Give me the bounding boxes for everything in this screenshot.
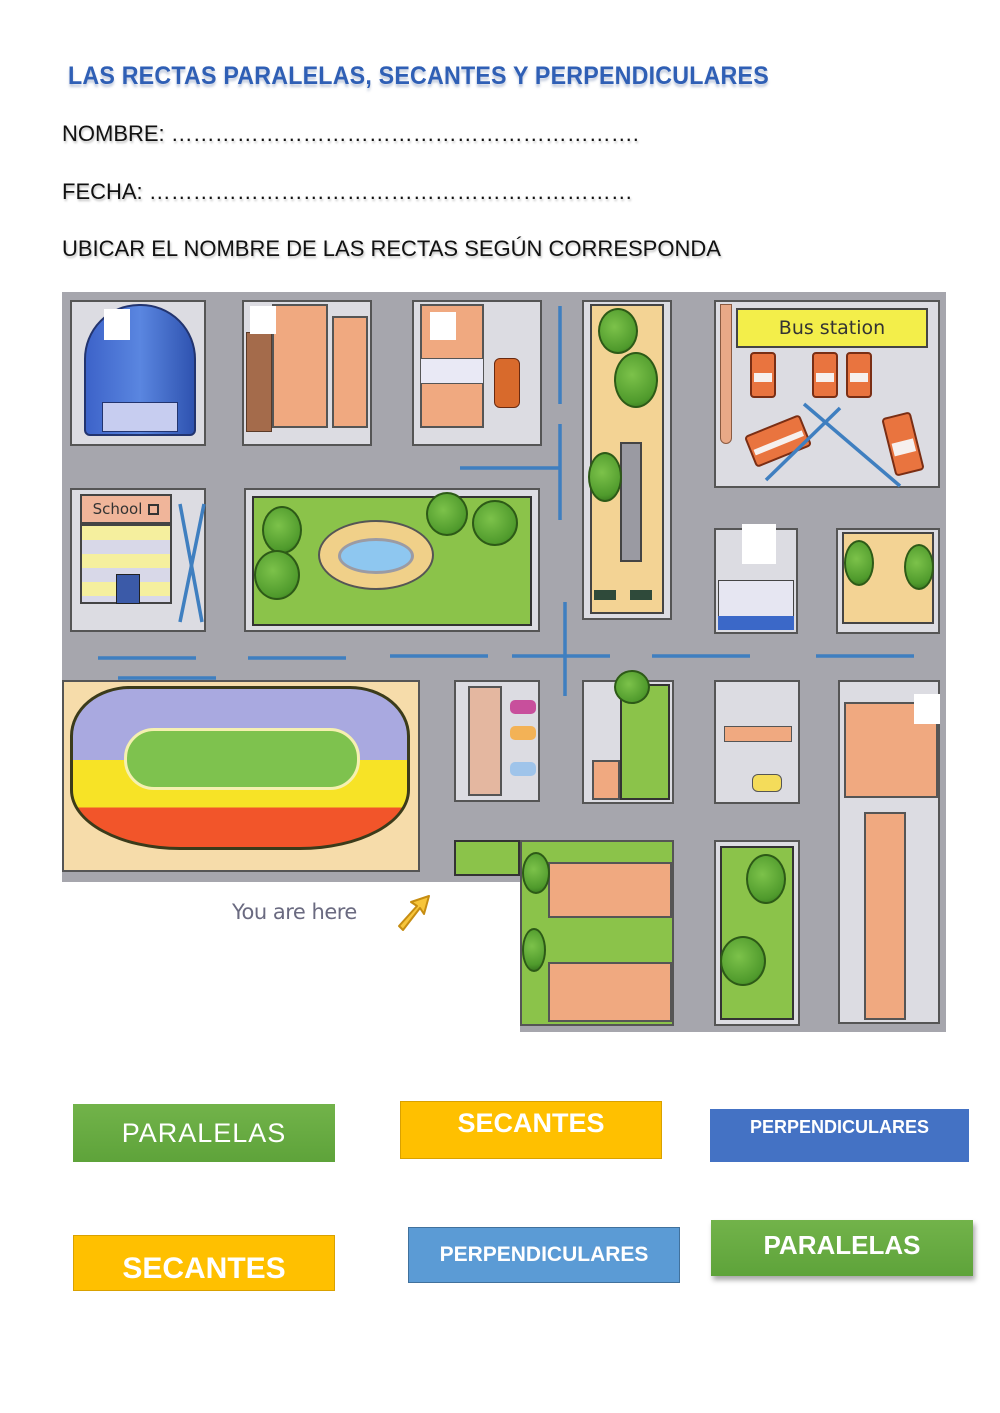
- drop-zone-3[interactable]: [430, 312, 456, 340]
- secant-line: [178, 503, 206, 623]
- tree: [426, 492, 468, 536]
- right-tower: [864, 812, 906, 1020]
- tree: [472, 500, 518, 546]
- apartment-side: [246, 332, 272, 432]
- block-apartments: [242, 300, 372, 446]
- worksheet-title: LAS RECTAS PARALELAS, SECANTES Y PERPEND…: [68, 62, 769, 90]
- tree: [844, 540, 874, 586]
- tree: [614, 352, 658, 408]
- name-field-label: NOMBRE: ……………………………………………………….: [62, 121, 639, 146]
- lines-overlay: [98, 306, 914, 696]
- block-garden: [836, 528, 940, 634]
- apartment-building: [272, 304, 328, 428]
- block-monument: [582, 300, 672, 620]
- drop-zone-5[interactable]: [914, 694, 940, 724]
- fountain: [338, 538, 414, 574]
- curb: [720, 304, 732, 444]
- school-door: [116, 574, 140, 604]
- card-secantes-1[interactable]: SECANTES: [400, 1101, 662, 1159]
- tree: [746, 854, 786, 904]
- parking-building: [468, 686, 502, 796]
- card-perpendiculares-2[interactable]: PERPENDICULARES: [408, 1227, 680, 1283]
- dome-entrance: [102, 402, 178, 432]
- school-sign: School: [80, 494, 172, 524]
- school-sign-icon: [148, 503, 160, 515]
- lawn-strip: [454, 840, 520, 876]
- block-house: [582, 670, 674, 804]
- secant-line: [802, 402, 902, 488]
- card-label: PERPENDICULARES: [749, 1117, 930, 1137]
- card-perpendiculares-1[interactable]: PERPENDICULARES: [710, 1109, 969, 1162]
- block-gas-station: [714, 680, 800, 804]
- car-orange: [510, 726, 536, 740]
- block-right: [838, 680, 940, 1024]
- car-yellow: [752, 774, 782, 792]
- city-map: Bus station School: [62, 292, 946, 1032]
- card-paralelas-1[interactable]: PARALELAS: [73, 1104, 335, 1162]
- gas-station-roof: [724, 726, 792, 742]
- block-bus-station: Bus station: [714, 300, 940, 488]
- bus: [846, 352, 872, 398]
- rowhouses-top: [548, 862, 672, 918]
- house: [592, 760, 620, 800]
- apartment-tower: [332, 316, 368, 428]
- block-bank: [714, 528, 798, 634]
- tree: [720, 936, 766, 986]
- you-are-here-label: You are here: [232, 900, 357, 924]
- bus: [812, 352, 838, 398]
- card-label: PARALELAS: [121, 1117, 287, 1148]
- tree: [522, 852, 550, 894]
- bus-station-sign: Bus station: [736, 308, 928, 348]
- tree: [904, 544, 934, 590]
- tree: [254, 550, 300, 600]
- tree: [598, 308, 638, 354]
- block-dome: [70, 300, 206, 446]
- block-school: School: [70, 488, 206, 632]
- tree: [588, 452, 622, 502]
- bank-awning: [718, 616, 794, 630]
- block-stadium: [62, 680, 420, 872]
- card-label: PERPENDICULARES: [439, 1243, 649, 1266]
- card-label: SECANTES: [457, 1108, 605, 1138]
- bus: [750, 352, 776, 398]
- drop-zone-4[interactable]: [742, 524, 776, 564]
- shop-display: [494, 358, 520, 408]
- soccer-field: [124, 728, 360, 790]
- drop-zone-1[interactable]: [104, 309, 130, 340]
- block-park: [244, 488, 540, 632]
- bench: [594, 590, 616, 600]
- block-parking: [454, 680, 540, 802]
- bench: [630, 590, 652, 600]
- block-rowhouses: [520, 840, 674, 1026]
- rowhouses-bottom: [548, 962, 672, 1022]
- block-small-park: [714, 840, 800, 1026]
- card-label: PARALELAS: [763, 1230, 921, 1260]
- date-field-label: FECHA: …………………………………………………………: [62, 179, 633, 204]
- tree: [262, 506, 302, 554]
- arrow-icon: [398, 895, 430, 931]
- monument: [620, 442, 642, 562]
- drop-zone-2[interactable]: [250, 306, 276, 334]
- card-label: SECANTES: [122, 1252, 286, 1285]
- card-secantes-2[interactable]: SECANTES: [73, 1235, 335, 1291]
- car-pink: [510, 700, 536, 714]
- shop-window: [420, 358, 484, 384]
- car-blue: [510, 762, 536, 776]
- tree: [614, 670, 650, 704]
- card-paralelas-2[interactable]: PARALELAS: [711, 1220, 973, 1276]
- secant-line: [764, 406, 842, 482]
- instruction-text: UBICAR EL NOMBRE DE LAS RECTAS SEGÚN COR…: [62, 236, 721, 261]
- tree: [522, 928, 546, 972]
